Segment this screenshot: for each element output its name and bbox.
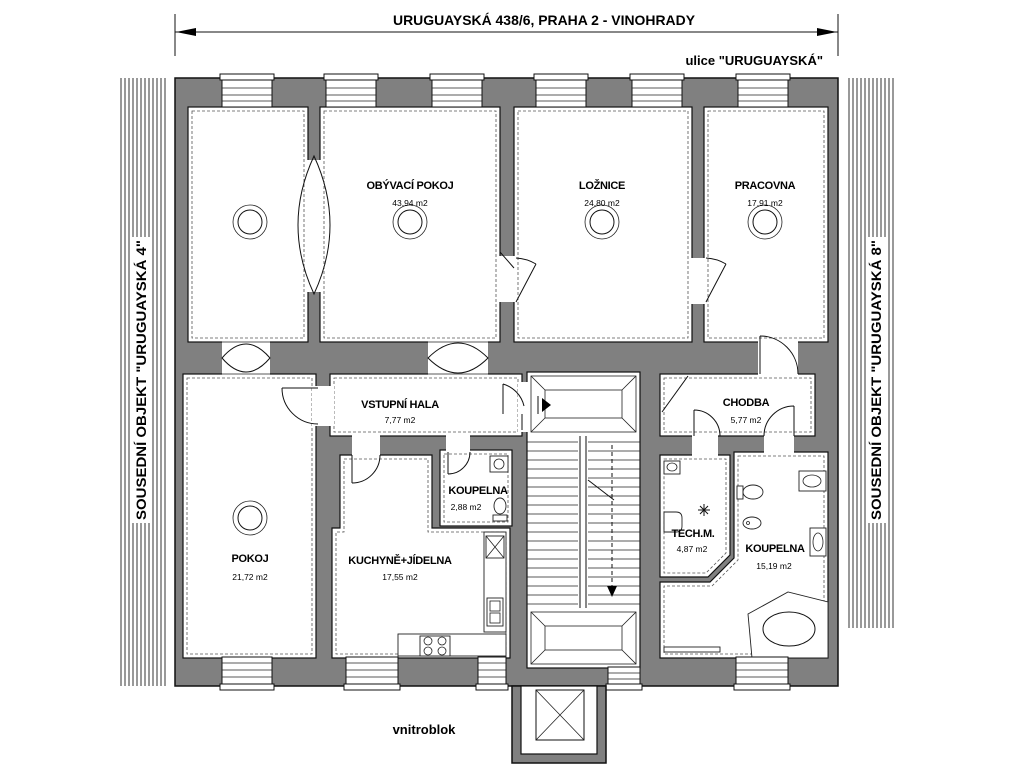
room-area: 2,88 m2 <box>451 502 482 512</box>
stair-landing-bottom <box>530 611 637 665</box>
door-hall-pokoj <box>281 386 334 426</box>
room-bathroom-large: KOUPELNA 15,19 m2 <box>659 451 829 659</box>
stove-icon <box>419 635 451 657</box>
double-door-living-hall <box>427 340 489 376</box>
window <box>735 73 791 108</box>
washbasin-icon <box>809 527 827 557</box>
stair-treads <box>527 441 640 605</box>
window <box>629 73 685 108</box>
double-door-northwest-living <box>297 154 331 296</box>
door-study-corridor <box>758 335 799 376</box>
toilet-icon <box>736 484 764 500</box>
room-name: CHODBA <box>723 397 770 409</box>
arrow-left-icon <box>176 28 196 36</box>
ceiling-light-icon <box>747 204 783 240</box>
room-area: 43,94 m2 <box>392 198 428 208</box>
address-title: URUGUAYSKÁ 438/6, PRAHA 2 - VINOHRADY <box>393 12 696 28</box>
door-entrance <box>502 382 530 432</box>
window <box>475 656 509 691</box>
window <box>429 73 485 108</box>
room-area: 17,55 m2 <box>382 572 418 582</box>
room-corridor: CHODBA 5,77 m2 <box>659 373 816 437</box>
windows-courtyard <box>219 656 791 691</box>
room-area: 17,91 m2 <box>747 198 783 208</box>
door-corridor-bathroom <box>763 405 795 454</box>
window <box>219 73 275 108</box>
elevator-shaft <box>511 685 607 764</box>
room-name: OBÝVACÍ POKOJ <box>367 179 454 192</box>
courtyard-label: vnitroblok <box>393 722 457 737</box>
room-name: LOŽNICE <box>579 179 625 192</box>
door-bedroom-study <box>690 257 727 304</box>
room-name: KOUPELNA <box>745 543 805 555</box>
bidet-icon <box>742 516 762 530</box>
room-tech: TECH.M. 4,87 m2 <box>659 454 731 578</box>
window <box>323 73 379 108</box>
washbasin-icon <box>798 470 827 492</box>
room-name: POKOJ <box>231 553 268 565</box>
room-area: 24,80 m2 <box>584 198 620 208</box>
stair-stringer <box>579 436 615 608</box>
ceiling-light-icon <box>232 500 268 536</box>
room-bathroom-small: KOUPELNA 2,88 m2 <box>439 449 513 527</box>
windows-street <box>219 73 791 108</box>
washbasin-icon <box>489 455 509 473</box>
room-kitchen: KUCHYNĚ+JÍDELNA 17,55 m2 <box>331 454 511 659</box>
street-label: ulice "URUGUAYSKÁ" <box>685 53 823 68</box>
room-hall: VSTUPNÍ HALA 7,77 m2 <box>329 373 523 437</box>
room-area: 5,77 m2 <box>731 415 762 425</box>
double-door-northwest-pokoj <box>221 340 271 376</box>
neighbor-right-label: SOUSEDNÍ OBJEKT "URUGUAYSKÁ 8" <box>868 240 884 520</box>
fridge-icon <box>485 535 505 559</box>
bathtub-icon <box>747 591 829 659</box>
radiator <box>663 646 721 653</box>
room-living: OBÝVACÍ POKOJ 43,94 m2 <box>319 106 501 343</box>
room-name: PRACOVNA <box>735 180 796 192</box>
washbasin-icon <box>663 460 681 475</box>
arrow-right-icon <box>817 28 837 36</box>
window <box>219 656 275 691</box>
door-corridor-tech <box>692 409 721 457</box>
neighbor-left-label: SOUSEDNÍ OBJEKT "URUGUAYSKÁ 4" <box>133 240 149 520</box>
neighbor-building-left: SOUSEDNÍ OBJEKT "URUGUAYSKÁ 4" <box>118 78 166 686</box>
staircase <box>526 371 641 669</box>
window <box>343 656 401 691</box>
room-name: VSTUPNÍ HALA <box>361 398 439 411</box>
window <box>733 656 791 691</box>
door-hall-kitchen <box>351 434 381 484</box>
ceiling-light-icon <box>232 204 268 240</box>
room-name: KOUPELNA <box>448 485 508 497</box>
boiler-icon <box>663 511 683 533</box>
toilet-icon <box>492 497 508 522</box>
sink-icon <box>486 597 504 627</box>
ceiling-light-icon <box>392 204 428 240</box>
room-bedroom: LOŽNICE 24,80 m2 <box>513 106 693 343</box>
room-area: 4,87 m2 <box>677 544 708 554</box>
neighbor-building-right: SOUSEDNÍ OBJEKT "URUGUAYSKÁ 8" <box>848 78 895 628</box>
room-area: 21,72 m2 <box>232 572 268 582</box>
address-dimension-line <box>174 14 839 56</box>
stair-start-marker-icon <box>537 396 551 414</box>
room-northwest <box>187 106 309 343</box>
window <box>605 666 643 691</box>
room-name: KUCHYNĚ+JÍDELNA <box>348 554 452 567</box>
window <box>533 73 589 108</box>
stair-direction-arrow-icon <box>607 445 617 597</box>
room-pokoj: POKOJ 21,72 m2 <box>182 373 317 659</box>
ceiling-light-icon <box>584 204 620 240</box>
door-hall-bathroom-small <box>446 434 471 475</box>
room-study: PRACOVNA 17,91 m2 <box>703 106 829 343</box>
drain-icon <box>698 504 710 516</box>
room-area: 15,19 m2 <box>756 561 792 571</box>
room-name: TECH.M. <box>671 528 714 540</box>
door-living-bedroom <box>498 251 537 303</box>
room-area: 7,77 m2 <box>385 415 416 425</box>
